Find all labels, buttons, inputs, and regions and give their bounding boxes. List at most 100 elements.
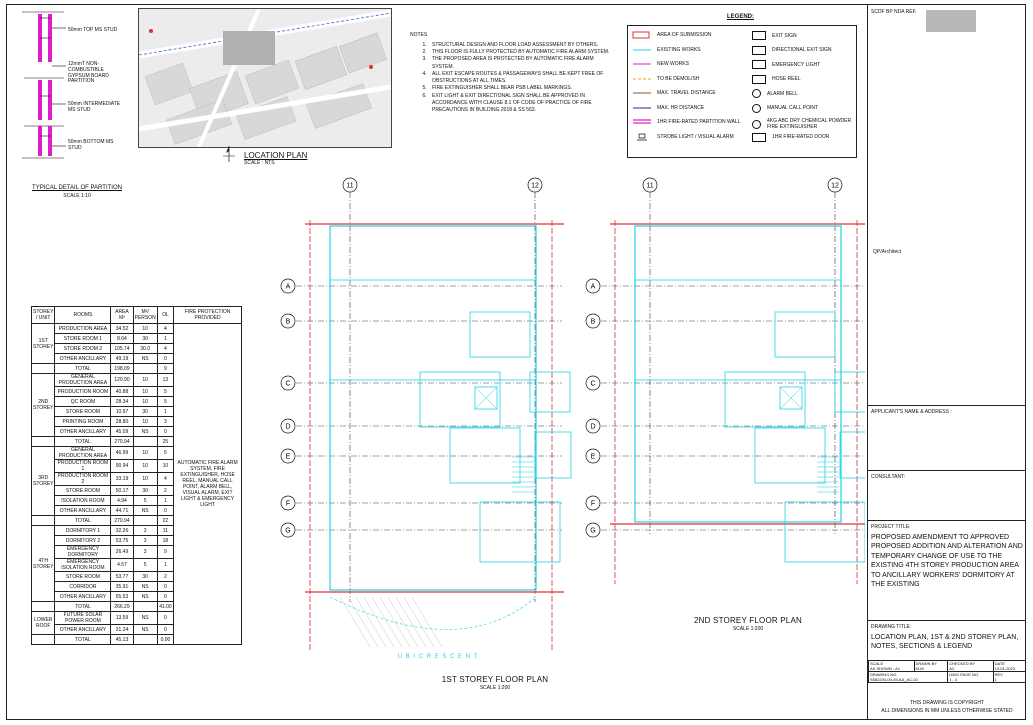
grid-bubble-row bbox=[280, 418, 296, 434]
location-map bbox=[138, 8, 392, 148]
table-cell: 34.52 bbox=[110, 323, 134, 334]
grid-bubble-row bbox=[585, 522, 601, 538]
table-cell: STORE ROOM 1 bbox=[54, 333, 112, 344]
table-cell: 26.49 bbox=[110, 545, 134, 559]
table-cell: NS bbox=[132, 505, 158, 516]
partition-label-top: 50mm TOP MS STUD bbox=[68, 27, 118, 33]
legend-swatch-icon bbox=[633, 92, 651, 94]
table-cell: STORE ROOM 2 bbox=[54, 343, 112, 354]
total-cell: TOTAL bbox=[54, 634, 112, 645]
hatch-line bbox=[371, 596, 403, 648]
project-label: PROJECT TITLE: bbox=[871, 524, 911, 530]
partition-label-board: 12mmT NON-COMBUSTIBLE GYPSUM BOARD PARTI… bbox=[68, 61, 109, 85]
legend-item: DIRECTIONAL EXIT SIGN bbox=[752, 45, 852, 55]
total-cell: 270.94 bbox=[110, 436, 134, 447]
grid-row-label: E bbox=[591, 454, 596, 461]
grid-row-label: E bbox=[286, 454, 291, 461]
partition-drawing bbox=[22, 11, 66, 159]
table-cell: OTHER ANCILLARY bbox=[54, 624, 112, 635]
legend-item: NEW WORKS bbox=[631, 60, 689, 68]
partition-scale: SCALE 1:10 bbox=[63, 193, 91, 199]
total-cell: 25 bbox=[156, 436, 175, 447]
partition-title: TYPICAL DETAIL OF PARTITION bbox=[32, 185, 122, 191]
table-cell: 1 bbox=[156, 333, 175, 344]
location-plan-scale: SCALE : NTS bbox=[244, 160, 275, 166]
total-cell bbox=[132, 515, 158, 526]
note-item: FIRE EXTINGUISHER SHALL BEAR PSB LABEL M… bbox=[428, 85, 612, 92]
table-cell: 44.71 bbox=[110, 505, 134, 516]
redacted-box bbox=[926, 10, 976, 32]
grid-bubble-row bbox=[280, 495, 296, 511]
storey-cell: 1ST STOREY bbox=[30, 323, 56, 364]
rev-label: REV bbox=[994, 672, 1003, 677]
hatch-line bbox=[339, 596, 371, 648]
legend-swatch-icon bbox=[633, 49, 651, 50]
table-cell: 18 bbox=[156, 535, 175, 546]
table-cell: 0 bbox=[156, 611, 175, 625]
drawing-title-box: DRAWING TITLE: LOCATION PLAN, 1ST & 2ND … bbox=[868, 620, 1026, 660]
storey-cell: 2ND STOREY bbox=[30, 373, 56, 437]
table-cell: STORE ROOM bbox=[54, 571, 112, 582]
table-cell: 50.17 bbox=[110, 485, 134, 496]
north-arrow-icon bbox=[222, 144, 236, 164]
table-cell: CORRIDOR bbox=[54, 581, 112, 592]
table-cell: NS bbox=[132, 581, 158, 592]
scale-label: SCALE bbox=[870, 661, 884, 666]
hatch-line bbox=[379, 596, 411, 648]
total-cell: TOTAL bbox=[54, 601, 112, 612]
column-header: FIRE PROTECTION PROVIDED bbox=[173, 306, 242, 324]
project-title: PROPOSED AMENDMENT TO APPROVED PROPOSED … bbox=[871, 534, 1023, 589]
legend-label: 1HR FIRE-RATED DOOR bbox=[772, 134, 830, 140]
legend-label: MAX. TRAVEL DISTANCE bbox=[657, 90, 716, 96]
table-cell: 10 bbox=[132, 459, 158, 473]
table-cell: 65.53 bbox=[110, 591, 134, 602]
grid-bubble-row bbox=[585, 495, 601, 511]
grid-row-label: G bbox=[285, 528, 290, 535]
room-outline bbox=[329, 279, 537, 381]
room-outline bbox=[784, 501, 865, 563]
project-box: PROJECT TITLE: PROPOSED AMENDMENT TO APP… bbox=[868, 520, 1026, 620]
table-cell: 30 bbox=[132, 406, 158, 417]
table-cell: 3 bbox=[132, 535, 158, 546]
table-cell: 53.75 bbox=[110, 535, 134, 546]
total-cell bbox=[132, 363, 158, 374]
table-cell: 10 bbox=[156, 459, 175, 473]
grid-col-label: 11 bbox=[646, 183, 653, 190]
total-cell bbox=[132, 436, 158, 447]
total-cell: 198.09 bbox=[110, 363, 134, 374]
table-cell: 10 bbox=[132, 386, 158, 397]
partition-detail: 50mm TOP MS STUD 12mmT NON-COMBUSTIBLE G… bbox=[14, 8, 124, 198]
legend-item: 1HR FIRE-RATED DOOR bbox=[752, 132, 852, 142]
grid-row-label: G bbox=[590, 528, 595, 535]
grid-row-label: F bbox=[286, 501, 290, 508]
table-cell: 45.09 bbox=[110, 426, 134, 437]
table-cell: 0 bbox=[156, 353, 175, 364]
grid-bubble-row bbox=[585, 418, 601, 434]
total-cell: 266.29 bbox=[110, 601, 134, 612]
table-cell: 10 bbox=[132, 373, 158, 387]
legend-item: EXISTING WORKS bbox=[631, 46, 701, 54]
hatch-line bbox=[363, 596, 395, 648]
grid-bubble-row bbox=[280, 522, 296, 538]
lift-shaft bbox=[779, 386, 803, 410]
room-outline bbox=[839, 431, 865, 479]
table-cell: 4 bbox=[156, 323, 175, 334]
room-outline bbox=[724, 371, 806, 428]
table-cell: 4.94 bbox=[110, 495, 134, 506]
page-label: DWG PAGE NO. bbox=[949, 672, 980, 677]
fire-protection-cell: AUTOMATIC FIRE ALARM SYSTEM, FIRE EXTING… bbox=[173, 323, 242, 645]
legend-swatch-icon bbox=[633, 78, 651, 79]
table-cell: DORMITORY 2 bbox=[54, 535, 112, 546]
legend-item: TO BE DEMOLISH bbox=[631, 75, 699, 83]
total-cell: TOTAL bbox=[54, 515, 112, 526]
